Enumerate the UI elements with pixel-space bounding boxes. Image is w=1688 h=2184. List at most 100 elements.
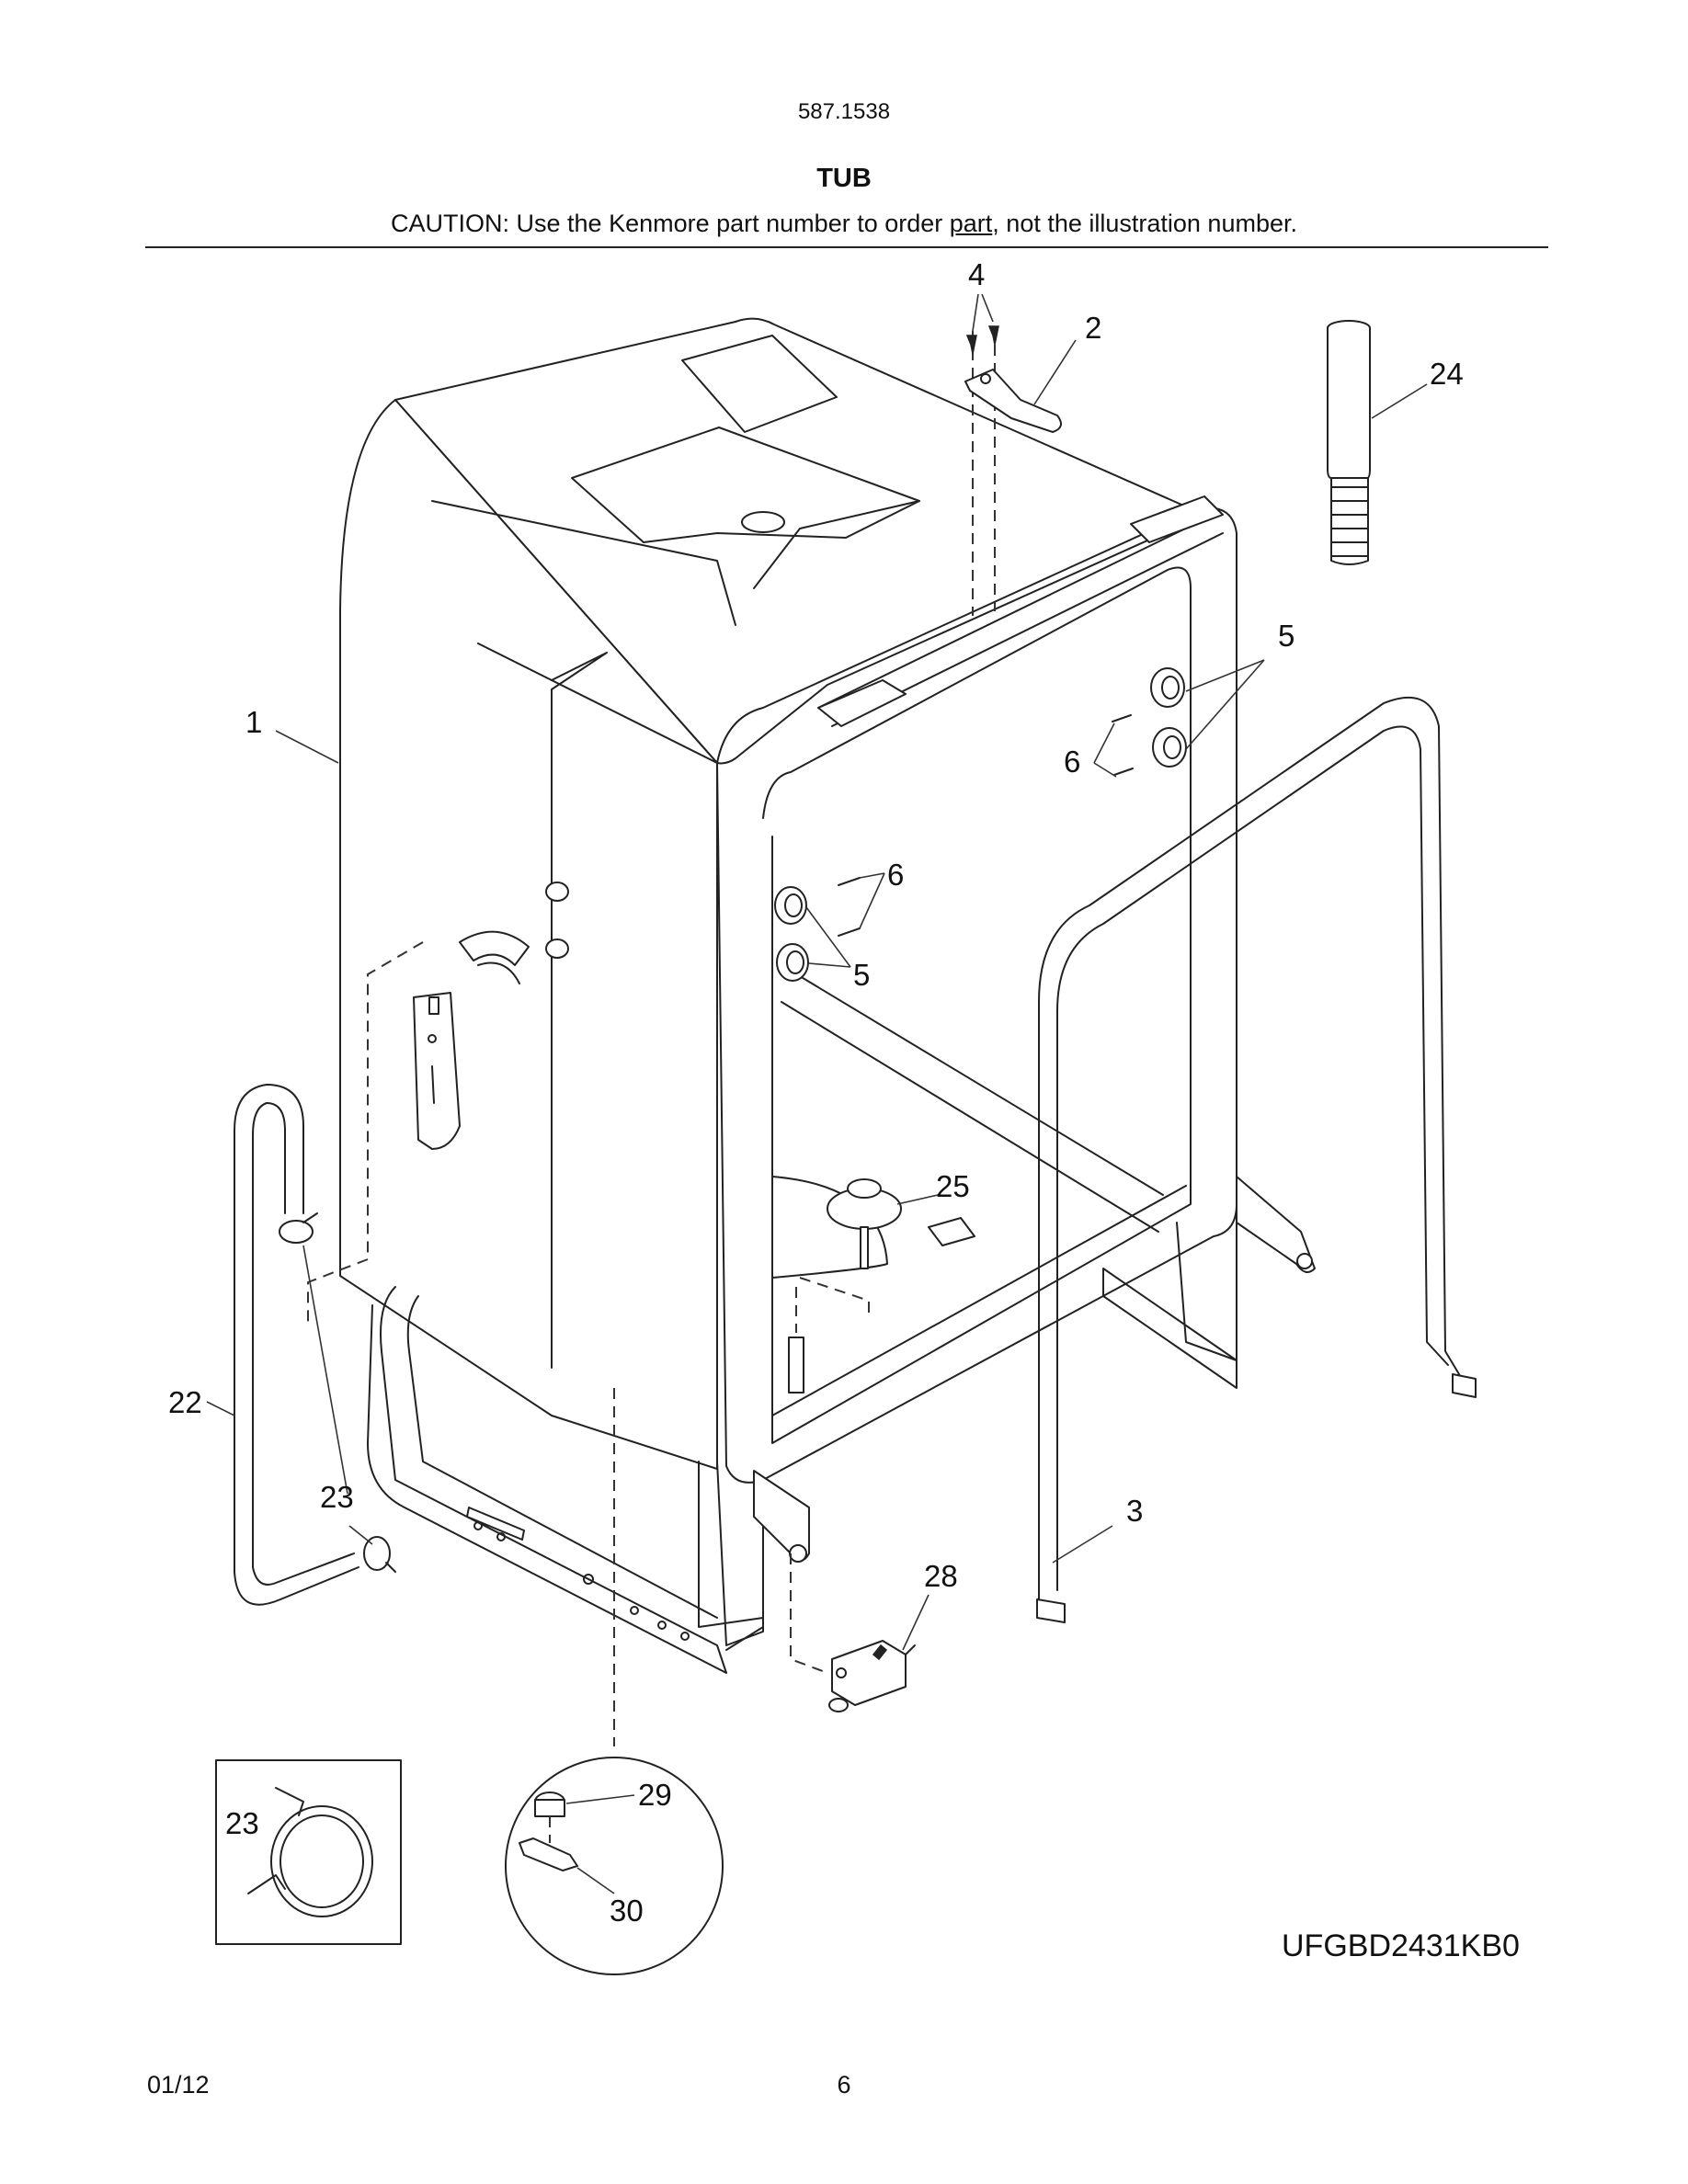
tub-front-frame [716,495,1316,1646]
micro-switch-body [831,1640,907,1706]
screw-icon [987,325,999,346]
hose-clamp-detail-outer [270,1805,373,1917]
callout-23-detail: 23 [225,1806,259,1840]
hinge-pivot-left [789,1544,807,1563]
fill-funnel-hole [428,1034,437,1043]
vent-bracket [964,369,1062,433]
leader-2 [1033,339,1077,405]
bumper-icon-face [784,893,803,917]
callout-29: 29 [638,1778,672,1812]
detail-circle [505,1757,724,1975]
door-gasket-inner [1056,725,1449,1591]
tub-top-face [394,317,1205,765]
base-frame-hole-2 [496,1532,506,1541]
hose-clamp-detail-inner [279,1814,364,1908]
detail-circle-border [505,1757,724,1975]
float-switch-stem [860,1226,869,1269]
sump-area [771,1176,975,1393]
tub-top-panel-1 [681,335,838,433]
door-gasket [1036,696,1477,1623]
tub-side-crease [477,643,718,764]
base-frame-rail-inner [406,1295,718,1619]
frame-bracket-top-right [1130,495,1224,543]
screw-icon [1112,714,1132,722]
caution-note: CAUTION: Use the Kenmore part number to … [0,210,1688,238]
tub-side-groove [551,652,608,1369]
leader-5-left [805,906,851,968]
base-frame-hole-1 [473,1521,483,1530]
frame-base-rail [1102,1268,1237,1389]
detail-box [215,1759,402,1945]
vent-tube-bottom [1330,477,1369,565]
leader-5-right [1185,659,1265,750]
drain-hose-inner [252,1102,355,1586]
tub-top-panel-2 [571,427,920,543]
bumper-icon-face [1161,676,1180,700]
screw-icon [838,877,861,886]
callout-3: 3 [1126,1494,1143,1528]
callout-5-right: 5 [1278,619,1295,653]
sump-disc [771,1176,888,1279]
bumper-group-right [1112,667,1187,776]
micro-switch-hole [836,1667,847,1678]
callout-23-hose: 23 [320,1480,354,1514]
base-frame-slot [466,1507,525,1541]
float-switch-cap [847,1178,882,1199]
micro-switch-lever [905,1644,916,1655]
hose-clamp-top-tab [302,1212,318,1223]
leader-lines [206,293,1428,1894]
leader-4b [981,293,994,323]
leader-25 [896,1194,939,1205]
model-number: 587.1538 [797,99,891,124]
frame-mid-line [781,964,1164,1196]
screw-icon [838,927,861,937]
footer-date: 01/12 [147,2071,210,2099]
tub-left-side [339,399,718,1470]
door-gasket-outer [1038,696,1472,1600]
base-frame-hole-3 [583,1574,594,1585]
callout-24: 24 [1430,357,1464,391]
callout-6-right: 6 [1064,745,1080,779]
hinge-arm-right [1236,1176,1316,1273]
bumper-icon-face [786,950,804,974]
frame-right-leg [1176,1203,1237,1361]
callout-2: 2 [1085,311,1101,345]
vent-bracket-hole [980,373,991,384]
caution-prefix: CAUTION: Use the Kenmore part number to … [391,210,950,237]
bumper-icon [1152,727,1187,768]
callout-labels: 1 2 3 4 5 5 6 6 22 23 23 24 25 28 29 30 [168,257,1464,1928]
drain-hose-outer [234,1084,359,1606]
micro-switch [828,1640,916,1712]
tub-top-drain-hole [741,511,785,533]
vent-tube-rib-1 [1330,486,1369,557]
callout-5-left: 5 [853,958,870,992]
callout-1: 1 [245,705,262,739]
detail-box-border [215,1759,402,1945]
hose-clamp-top-ring [279,1220,314,1244]
base-frame-hole-4 [630,1606,639,1615]
bumper-group-left [774,877,861,982]
leader-6-left [859,872,885,929]
screw-icon [1113,768,1134,776]
callout-4: 4 [968,257,985,291]
model-code: UFGBD2431KB0 [1282,1928,1520,1963]
leader-4a [972,293,979,332]
tub-top-rib-1 [431,500,736,626]
vent-tube [1327,320,1371,565]
leader-28 [902,1594,930,1651]
vent-tube-body [1327,328,1371,479]
callout-28: 28 [924,1559,958,1593]
hose-clamp-bottom-ring [363,1536,391,1571]
callout-30: 30 [610,1894,644,1928]
hose-clamp-bottom-tab [385,1562,396,1573]
frame-mid-line-2 [781,1001,1159,1233]
fill-funnel-slot [431,1065,435,1104]
footer-page-number: 6 [837,2071,851,2099]
callout-22: 22 [168,1385,202,1419]
frame-inner [762,566,1192,1444]
fill-funnel-body [413,992,461,1150]
leader-30 [576,1867,615,1894]
dashed-connector-side [367,941,424,1259]
vent-bracket-body [964,369,1062,433]
callout-6-left: 6 [887,858,904,892]
